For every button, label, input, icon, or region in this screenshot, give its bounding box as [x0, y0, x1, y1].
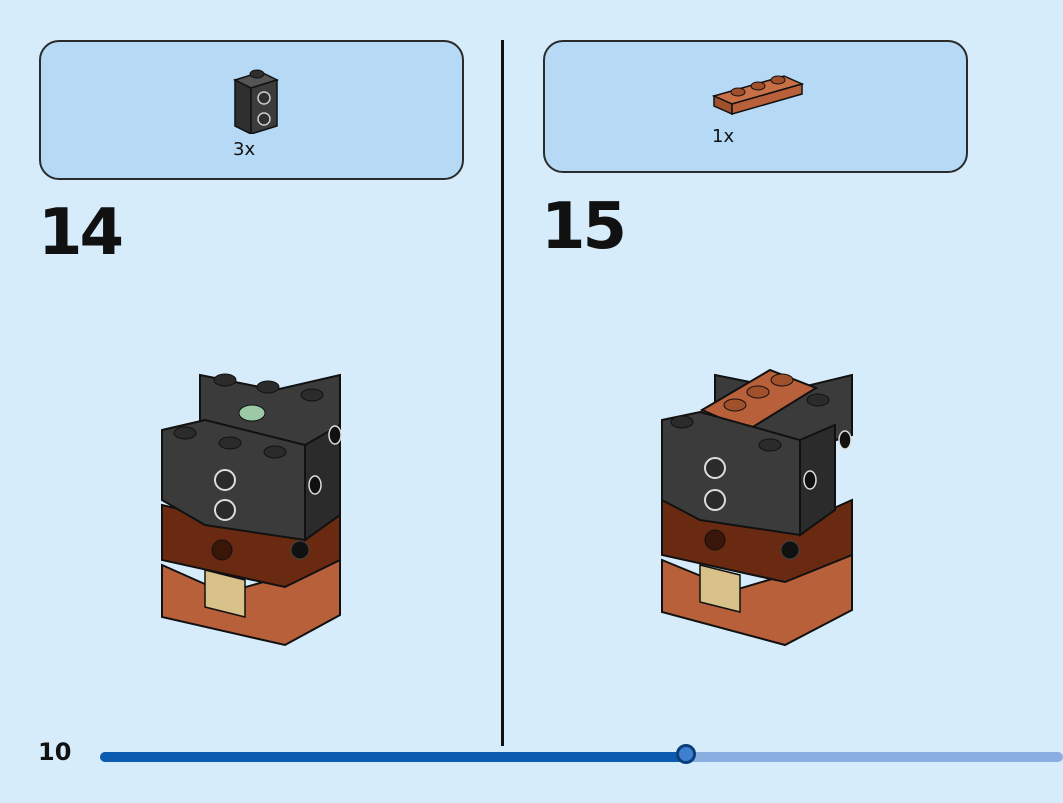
build-model-step-15 — [661, 368, 853, 647]
brown-1x3-plate-icon — [711, 75, 805, 116]
black-bracket-brick-icon — [232, 69, 280, 134]
progress-bar[interactable] — [100, 744, 1063, 764]
part-quantity: 3x — [233, 139, 256, 160]
parts-list-step-14: 3x — [39, 40, 464, 180]
part-quantity: 1x — [712, 126, 735, 147]
step-number: 14 — [38, 196, 124, 270]
page-number: 10 — [38, 738, 72, 766]
step-number: 15 — [541, 190, 627, 264]
progress-bar-fill — [100, 752, 686, 762]
step-divider — [501, 40, 504, 746]
build-model-step-14 — [161, 373, 342, 647]
progress-knob[interactable] — [675, 744, 696, 764]
parts-list-step-15: 1x — [543, 40, 968, 173]
